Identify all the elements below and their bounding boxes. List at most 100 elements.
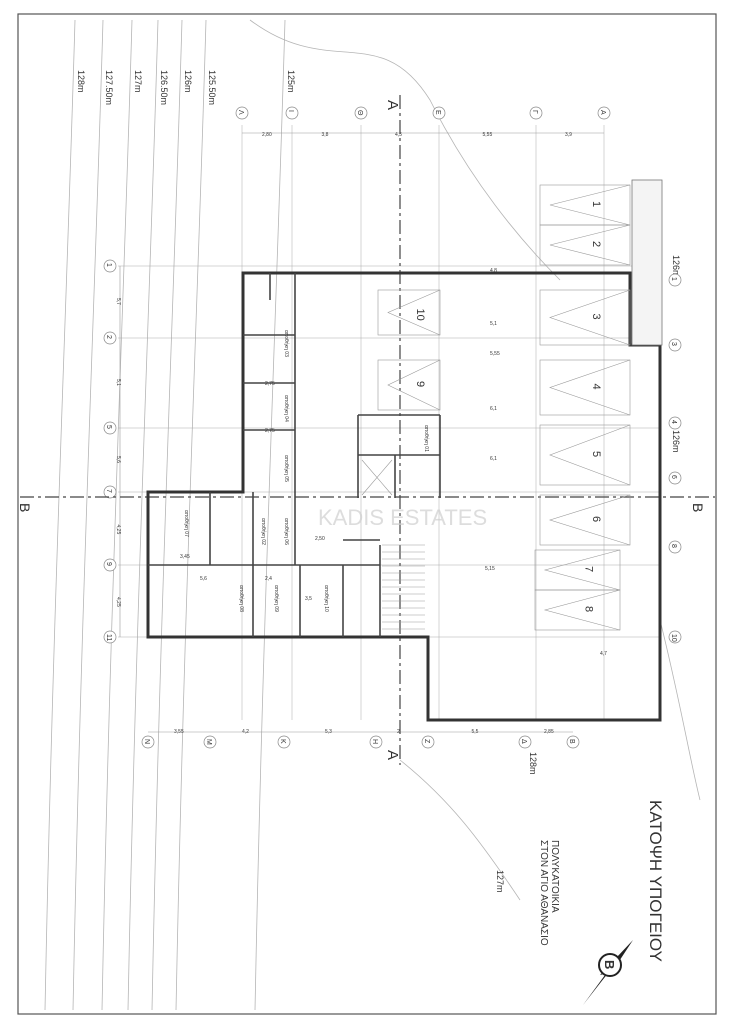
grid-label: Δ: [520, 739, 527, 744]
site-level-label: 126m: [671, 255, 681, 278]
site-level-label: 126m: [671, 430, 681, 453]
dimension-label: 6,1: [490, 456, 497, 462]
dimension-label: 4,7: [600, 651, 607, 657]
grid-bubble: [369, 735, 383, 749]
parking-space: 3: [539, 289, 631, 346]
grid-label: 9: [105, 562, 112, 566]
grid-label: Β: [568, 739, 575, 744]
contour-line: [101, 19, 133, 1011]
grid-bubble: [597, 106, 611, 120]
drawing-frame: [17, 13, 717, 1015]
grid-bubble: [235, 106, 249, 120]
dimension-label: 2,4: [265, 576, 272, 582]
contour-line: [127, 19, 159, 1011]
dimension-label: 5,1: [490, 321, 497, 327]
dimension-label: 4,25: [115, 597, 121, 607]
site-level-label: 128m: [528, 752, 538, 775]
parking-space: 6: [539, 494, 631, 546]
grid-label: Α: [599, 110, 606, 115]
section-mark-a: Α: [384, 750, 401, 760]
dimension-label: 5,6: [200, 576, 207, 582]
parking-space: 7: [534, 549, 621, 591]
contour-line: [72, 19, 104, 1011]
grid-label: 5: [105, 425, 112, 429]
svg-text:Β: Β: [602, 960, 617, 969]
drawing-subtitle-line1: ΠΟΛΥΚΑΤΟΙΚΙΑ: [549, 840, 560, 913]
grid-bubble: [277, 735, 291, 749]
grid-label: 2: [105, 335, 112, 339]
room-label: αποθήκη 07: [183, 510, 190, 537]
room-label: αποθήκη 06: [283, 518, 290, 545]
room-label: αποθήκη 08: [238, 585, 245, 612]
room-label: αποθήκη 05: [283, 455, 290, 482]
drawing-subtitle-line2: ΣΤΟΝ ΑΓΙΟ ΑΘΑΝΑΣΙΟ: [538, 840, 549, 946]
contour-label: 126.50m: [159, 70, 169, 105]
grid-bubble: [103, 630, 117, 644]
dimension-label: 3,5: [305, 596, 312, 602]
grid-label: Ν: [143, 739, 150, 744]
dimension-label: 3,8: [322, 132, 329, 138]
contour-label: 125m: [286, 70, 296, 93]
dimension-label: 5,1: [115, 379, 121, 386]
grid-bubble: [421, 735, 435, 749]
grid-bubble: [285, 106, 299, 120]
site-level-label: 127m: [495, 870, 505, 893]
north-arrow-icon: Β: [583, 940, 633, 1005]
parking-space: 10: [377, 289, 441, 336]
grid-bubble: [518, 735, 532, 749]
contour-label: 126m: [183, 70, 193, 93]
room-label: αποθήκη 10: [323, 585, 330, 612]
grid-bubble: [668, 540, 682, 554]
grid-bubble: [103, 259, 117, 273]
structural-grid: Λ2,80Ι3,8Θ4,5Ε5,55Γ3,9ΑΝ3,55Μ4,2Κ5,3Η2Ζ5…: [17, 95, 715, 765]
grid-bubble: [203, 735, 217, 749]
grid-bubble: [141, 735, 155, 749]
contour-line: [175, 19, 207, 1011]
grid-label: 7: [105, 489, 112, 493]
grid-label: 11: [105, 634, 112, 641]
room-label: αποθήκη 02: [260, 518, 267, 545]
grid-bubble: [668, 273, 682, 287]
grid-label: Ι: [287, 110, 294, 112]
parking-space-number: 3: [590, 314, 602, 320]
grid-bubble: [529, 106, 543, 120]
dimension-label: 6,1: [490, 406, 497, 412]
planter-area: [631, 179, 663, 346]
contour-label: 128m: [76, 70, 86, 93]
dimension-label: 4,8: [490, 268, 497, 274]
grid-label: Ζ: [423, 739, 430, 744]
grid-bubble: [566, 735, 580, 749]
grid-label: Θ: [356, 110, 363, 116]
parking-space-number: 6: [590, 516, 602, 522]
elevator-shaft: [361, 459, 393, 496]
parking-space-number: 8: [583, 606, 595, 612]
parking-space-number: 9: [414, 381, 426, 387]
parking-space-number: 1: [590, 201, 602, 207]
grid-label: 1: [105, 263, 112, 267]
room-label: αποθήκη 01: [423, 425, 430, 452]
grid-label: 4: [670, 420, 677, 424]
contour-label: 127m: [133, 70, 143, 93]
dimension-label: 2,80: [262, 132, 272, 138]
grid-label: 6: [670, 475, 677, 479]
dimension-label: 4,5: [395, 132, 402, 138]
grid-label: Ε: [434, 110, 441, 115]
dimension-label: 3,9: [565, 132, 572, 138]
grid-label: 10: [670, 634, 677, 642]
contour-line: [399, 759, 521, 901]
grid-bubble: [354, 106, 368, 120]
dimension-label: 5,55: [490, 351, 500, 357]
grid-label: Γ: [531, 110, 538, 114]
dimension-label: 2,50: [315, 536, 325, 542]
grid-label: 8: [670, 544, 677, 548]
parking-space-number: 7: [583, 566, 595, 572]
grid-bubble: [103, 421, 117, 435]
dimension-label: 2,75: [265, 381, 275, 387]
dimension-label: 3,45: [180, 554, 190, 560]
room-label: αποθήκη 09: [273, 585, 280, 612]
grid-label: 3: [670, 342, 677, 346]
